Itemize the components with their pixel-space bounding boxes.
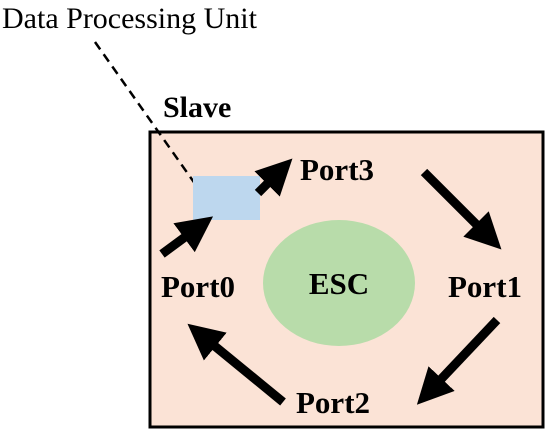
arrow-unit-to-port3 <box>254 158 293 197</box>
arrow-port2-to-port0 <box>187 323 286 406</box>
arrow-port0-to-unit <box>159 216 214 258</box>
arrow-port1-to-port2 <box>416 316 501 405</box>
port1-label: Port1 <box>448 269 522 304</box>
port0-label: Port0 <box>161 269 235 304</box>
slave-label: Slave <box>163 91 231 124</box>
diagram-title: Data Processing Unit <box>2 2 258 35</box>
arrow-port3-to-port1 <box>420 168 502 250</box>
esc-ellipse <box>263 220 415 346</box>
data-processing-unit-block <box>193 176 260 220</box>
port3-label: Port3 <box>300 152 374 187</box>
port2-label: Port2 <box>296 385 370 420</box>
esc-label: ESC <box>309 266 369 301</box>
